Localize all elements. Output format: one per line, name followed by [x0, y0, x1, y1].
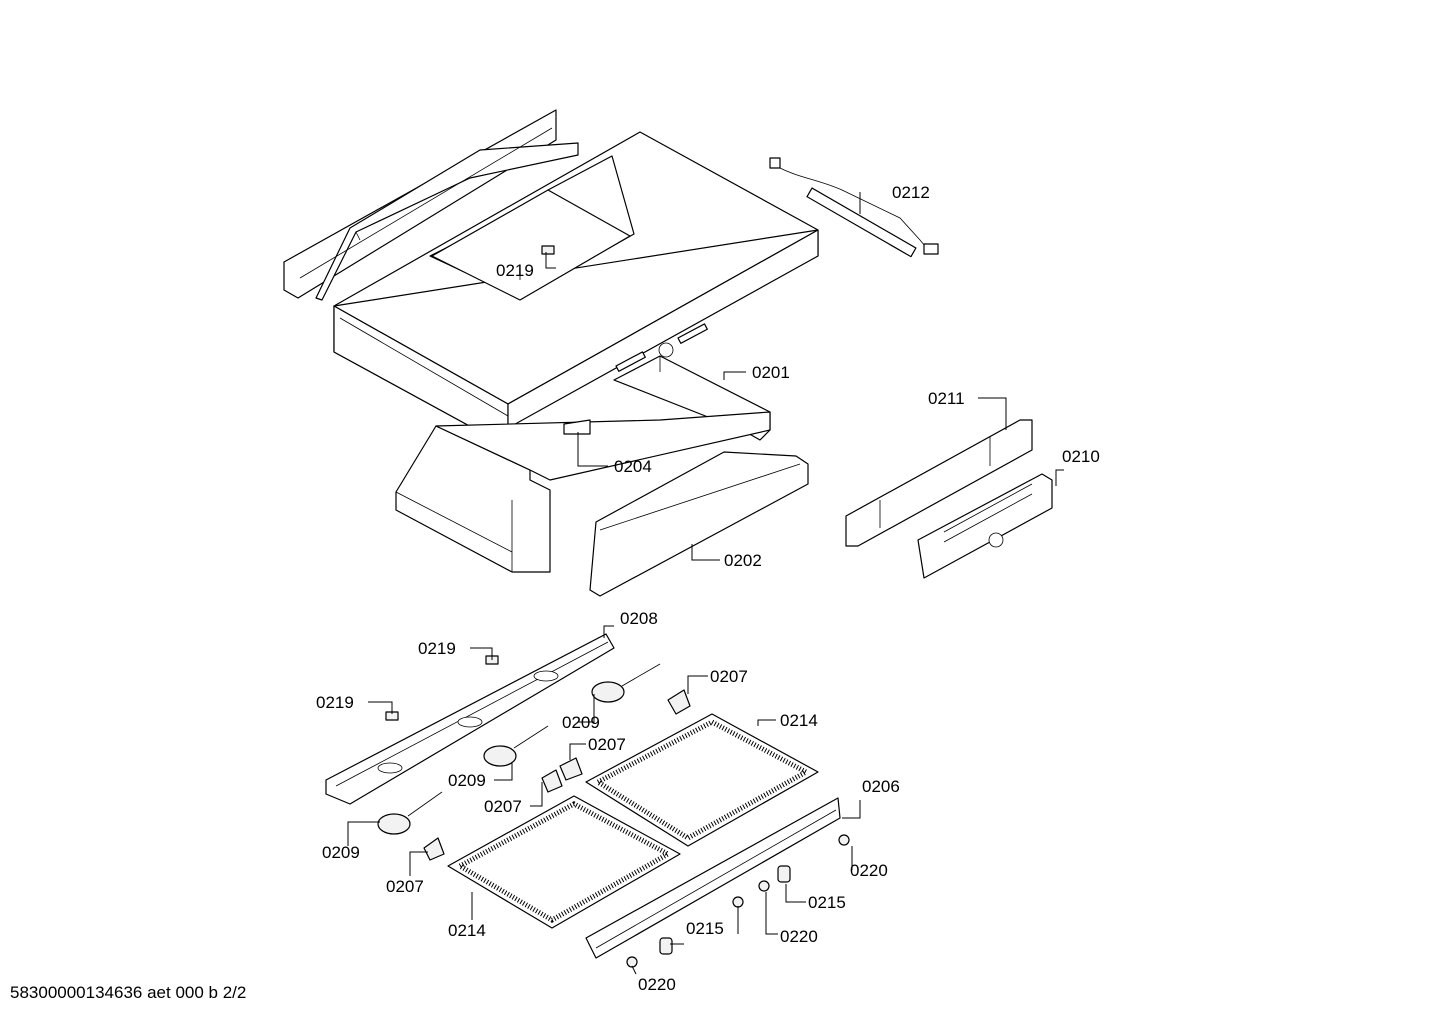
callout-0209-top: 0209 [562, 713, 600, 732]
document-id: 58300000134636 aet 000 b 2/2 [10, 983, 246, 1002]
front-cover-strip [589, 451, 809, 597]
callout-0212: 0212 [892, 183, 930, 202]
callout-0215-left: 0215 [686, 919, 724, 938]
callout-0207-mid: 0207 [588, 735, 626, 754]
knob-group [377, 663, 661, 835]
cable-harness [769, 157, 939, 258]
callout-0206: 0206 [862, 777, 900, 796]
callout-0220-right: 0220 [850, 861, 888, 880]
callout-0214-upper: 0214 [780, 711, 818, 730]
main-hood-body [333, 131, 819, 448]
callout-0210: 0210 [1062, 447, 1100, 466]
callout-0204: 0204 [614, 457, 652, 476]
callout-0211: 0211 [928, 389, 965, 408]
callout-0209-mid: 0209 [448, 771, 486, 790]
lower-duct-housing [395, 411, 771, 573]
fasteners [626, 834, 850, 968]
callout-0201: 0201 [752, 363, 790, 382]
grease-filter-upper [585, 713, 819, 847]
callout-0220-bottom: 0220 [638, 975, 676, 994]
callout-0209-bottom: 0209 [322, 843, 360, 862]
callout-0220-mid: 0220 [780, 927, 818, 946]
callout-0219-top: 0219 [496, 261, 534, 280]
callout-0207-lower: 0207 [484, 797, 522, 816]
leader-lines [347, 192, 1064, 975]
callout-0219-rail: 0219 [418, 639, 456, 658]
front-grille-strip [585, 797, 841, 959]
callout-0207-bottom: 0207 [386, 877, 424, 896]
rear-wall-panel [283, 109, 579, 301]
callout-0202: 0202 [724, 551, 762, 570]
clip-group [423, 689, 691, 861]
callout-0207-top: 0207 [710, 667, 748, 686]
front-panel-0211 [845, 419, 1033, 547]
grease-filter-lower [447, 795, 681, 929]
callout-0208: 0208 [620, 609, 658, 628]
callout-0219-left: 0219 [316, 693, 354, 712]
callout-labels: 0212 0219 0201 0204 0211 0210 0202 0208 … [316, 183, 1100, 994]
knob-rail [325, 633, 615, 805]
callout-0215-right: 0215 [808, 893, 846, 912]
control-module [917, 473, 1053, 579]
callout-0214-lower: 0214 [448, 921, 486, 940]
